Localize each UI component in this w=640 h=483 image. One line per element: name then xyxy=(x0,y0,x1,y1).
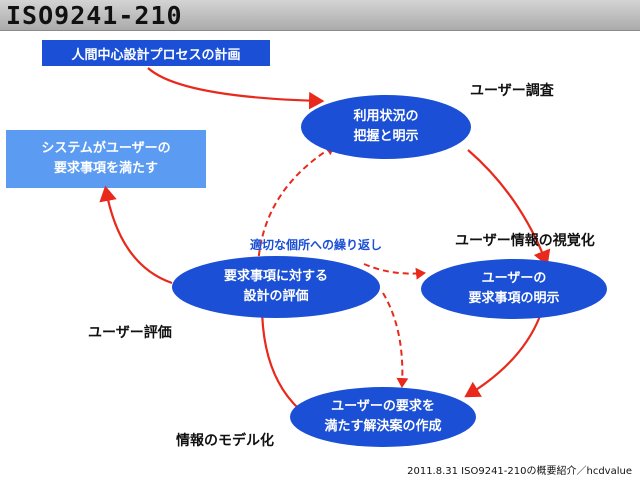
footer-credit: 2011.8.31 ISO9241-210の概要紹介／hcdvalue xyxy=(407,466,632,477)
page-title: ISO9241-210 xyxy=(6,1,183,30)
dashed-arrow-to-context xyxy=(257,144,336,267)
dashed-arrow-to-design xyxy=(382,292,409,388)
node-context-ellipse xyxy=(301,95,471,159)
label-iterate: 適切な個所への繰り返し xyxy=(250,238,383,252)
goal-box: システムがユーザーの 要求事項を満たす xyxy=(6,130,206,188)
title-bar: ISO9241-210 xyxy=(0,0,640,31)
node-requirements-label: ユーザーの 要求事項の明示 xyxy=(468,270,560,306)
node-context-label: 利用状況の 把握と明示 xyxy=(353,108,419,144)
label-user-survey: ユーザー調査 xyxy=(470,83,554,99)
node-requirements-ellipse xyxy=(421,259,607,319)
node-design-ellipse xyxy=(290,387,476,447)
label-info-modeling: 情報のモデル化 xyxy=(176,433,274,449)
label-user-evaluation: ユーザー評価 xyxy=(88,325,172,341)
node-evaluation-ellipse xyxy=(172,256,380,318)
planning-banner: 人間中心設計プロセスの計画 xyxy=(42,40,270,66)
dashed-arrow-to-requirements xyxy=(363,263,426,280)
arrow-design-to-evaluation xyxy=(253,300,301,411)
node-design-label: ユーザーの要求を 満たす解決案の作成 xyxy=(324,398,442,434)
node-evaluation-label: 要求事項に対する 設計の評価 xyxy=(223,268,328,304)
arrow-planning-to-context xyxy=(147,67,325,110)
label-user-info-visualization: ユーザー情報の視覚化 xyxy=(455,233,595,249)
arrow-context-to-requirements xyxy=(467,149,551,267)
arrow-evaluation-to-goal xyxy=(99,185,173,285)
arrow-requirements-to-design xyxy=(464,315,542,398)
